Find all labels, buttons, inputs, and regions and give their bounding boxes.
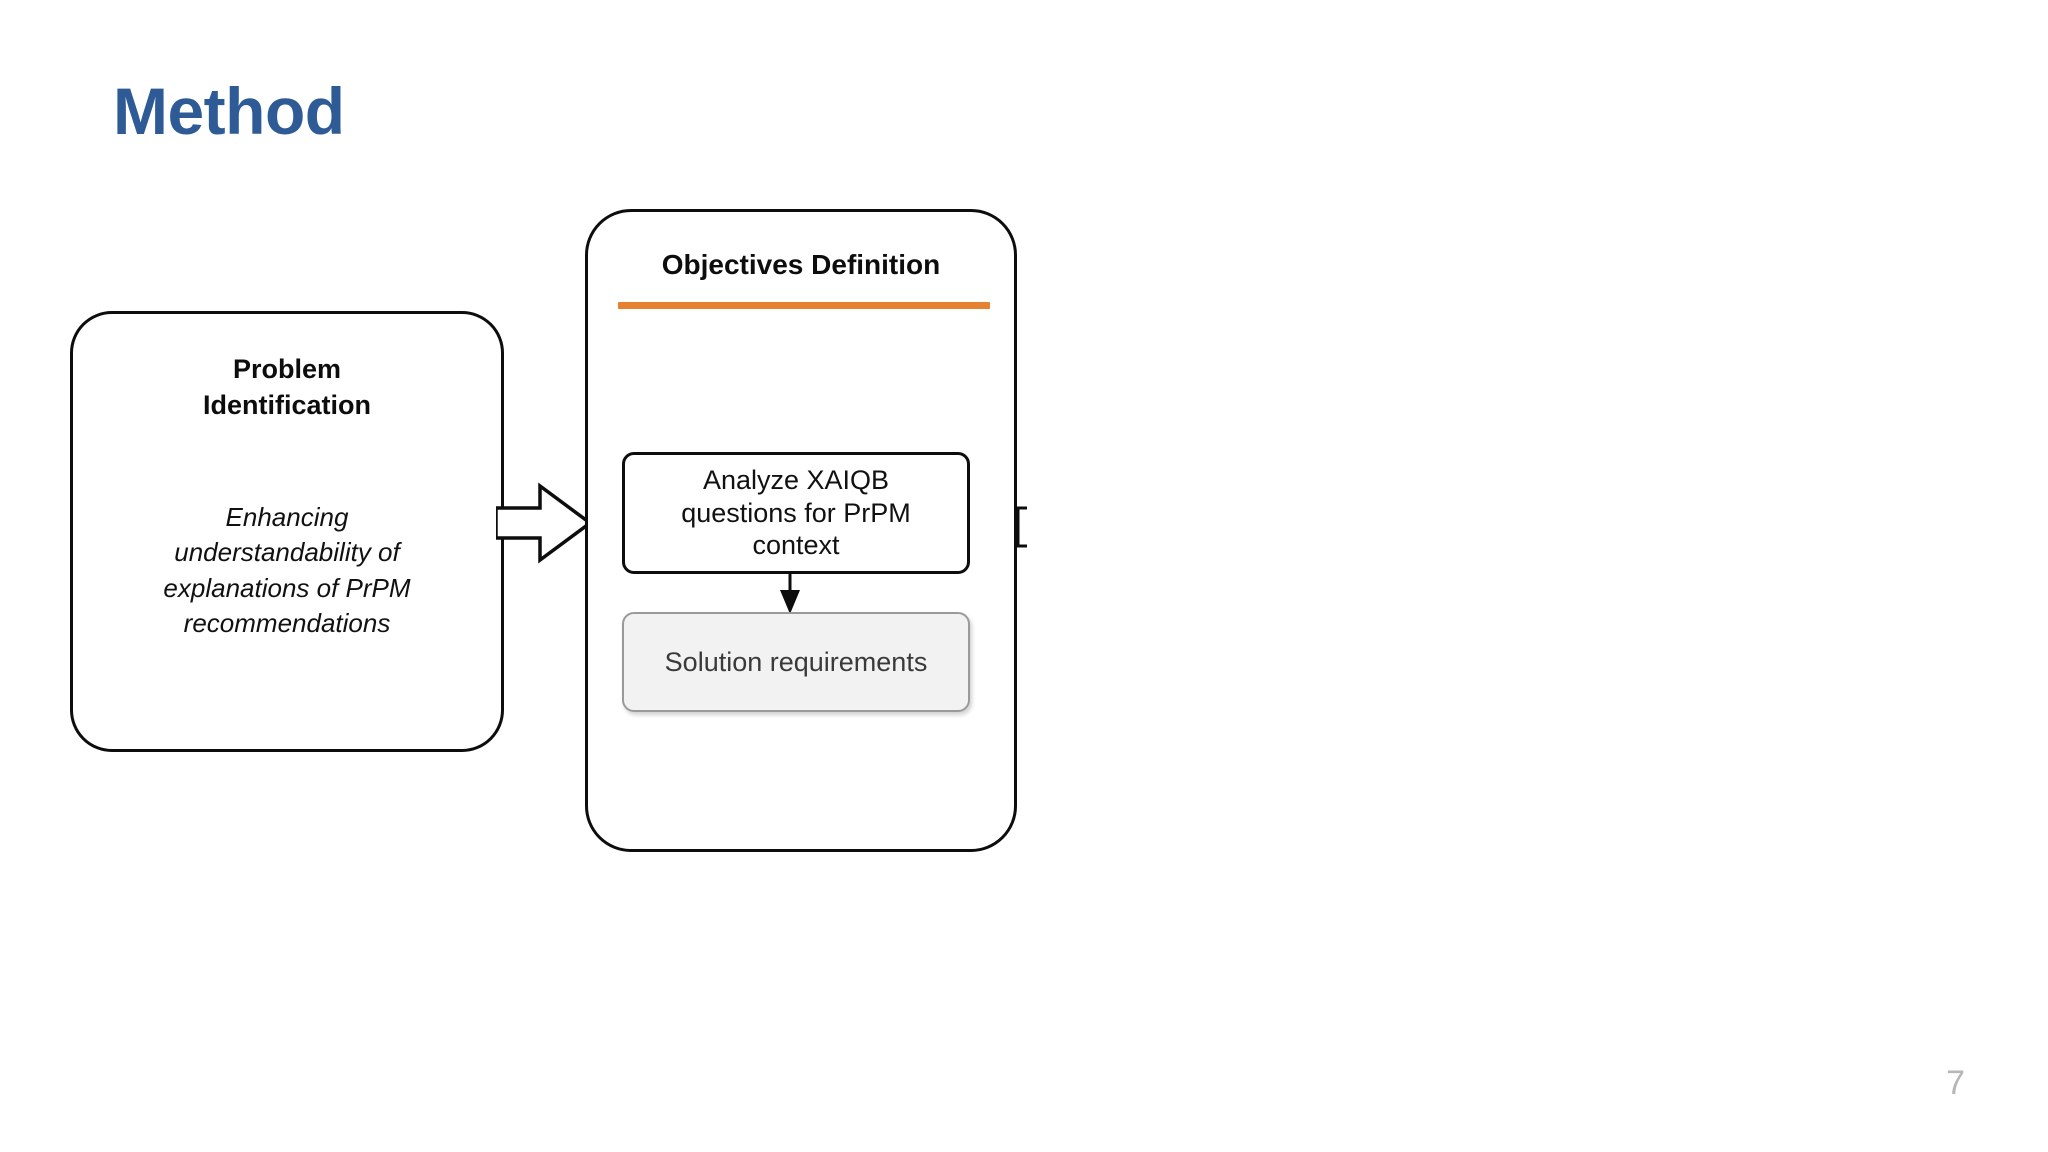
phase-heading-problem-identification: Problem Identification <box>203 354 371 420</box>
clipped-connector-fragment-icon <box>1015 506 1029 548</box>
step-label-solution-requirements: Solution requirements <box>664 646 928 677</box>
phase-body-problem-identification: Enhancing understandability of explanati… <box>163 502 411 639</box>
step-box-analyze-xaiqb[interactable]: Analyze XAIQB questions for PrPM context <box>622 452 970 574</box>
step-box-solution-requirements[interactable]: Solution requirements <box>622 612 970 712</box>
step-label-analyze-xaiqb: Analyze XAIQB questions for PrPM context <box>681 464 911 561</box>
block-arrow-right-icon <box>494 478 593 568</box>
phase-box-problem-identification[interactable]: Problem Identification Enhancing underst… <box>70 311 504 752</box>
phase-heading-objectives-definition: Objectives Definition <box>661 249 941 280</box>
phase-box-objectives-definition[interactable]: Objectives Definition Analyze XAIQB ques… <box>585 209 1017 852</box>
arrow-down-icon <box>777 572 803 616</box>
page-title: Method <box>113 74 345 148</box>
accent-underline-rule <box>618 302 990 309</box>
page-number: 7 <box>1946 1064 1965 1102</box>
